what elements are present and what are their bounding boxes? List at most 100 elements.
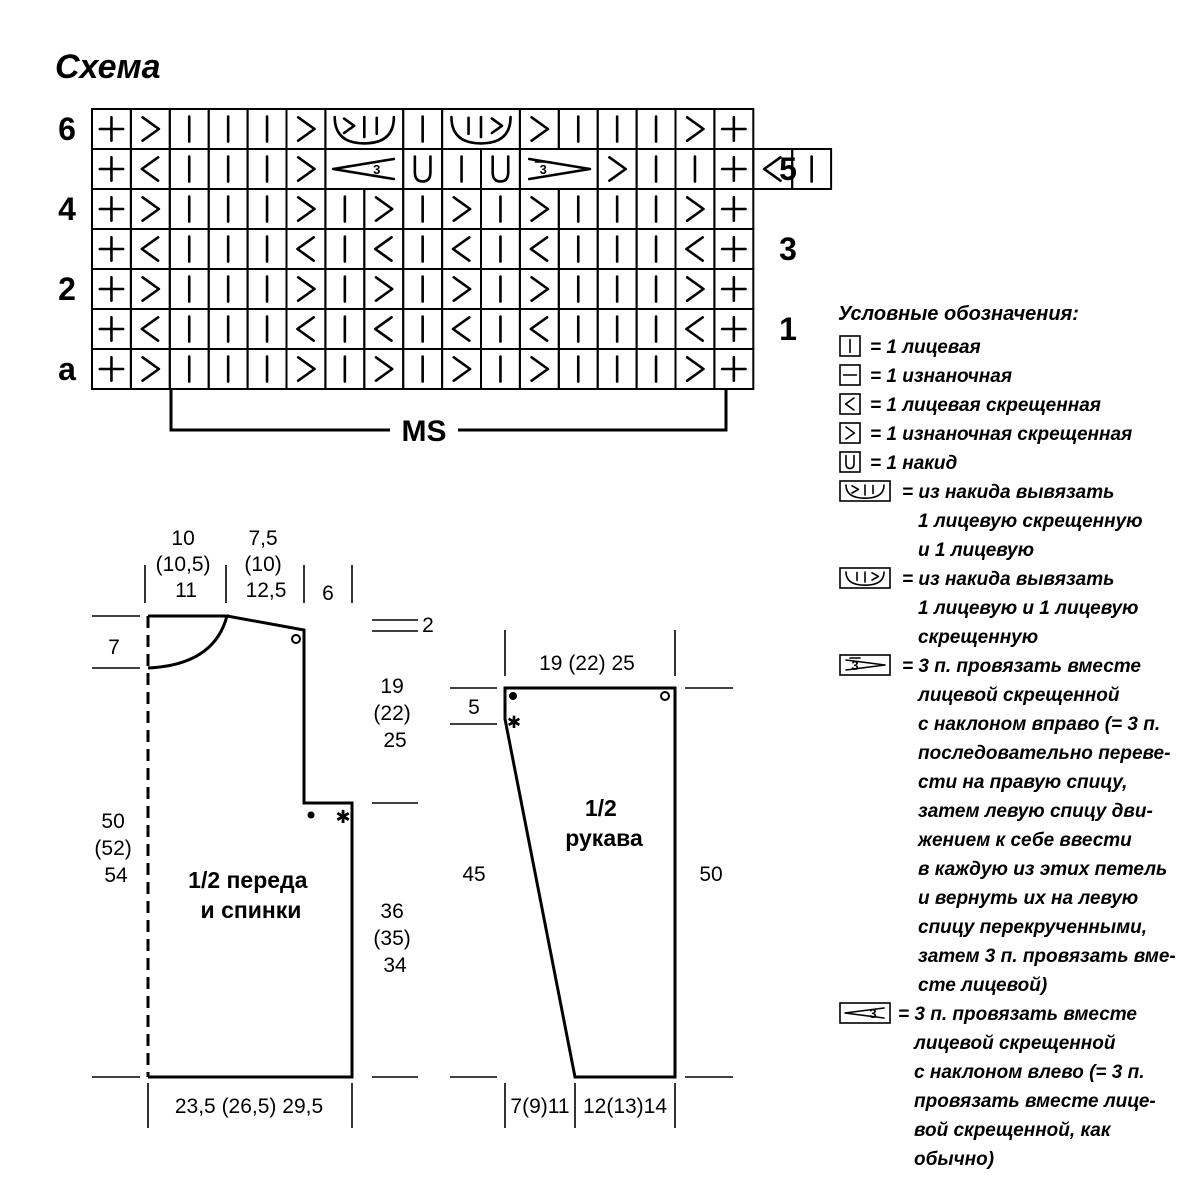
- chart-cell: [441, 188, 483, 230]
- sleeve-dim-bottom-right: 12(13)14: [583, 1095, 667, 1118]
- chart-cell: [635, 348, 677, 390]
- chart-cell: [674, 148, 716, 190]
- chart-cell: [441, 148, 483, 190]
- legend-item-text: затем 3 п. провязать вме-: [918, 946, 1176, 967]
- chart-cell: [285, 268, 327, 310]
- chart-cell: [441, 108, 521, 150]
- chart-cell: [635, 308, 677, 350]
- chart-cell: [713, 188, 755, 230]
- chart-cell: [402, 308, 444, 350]
- chart-cell: [246, 348, 288, 390]
- legend-item-text: скрещенную: [918, 627, 1038, 648]
- chart-cell: [207, 308, 249, 350]
- chart-cell: [363, 268, 405, 310]
- legend-item: = 1 изнаночная скрещенная: [839, 422, 1132, 445]
- chart-cell: [207, 228, 249, 270]
- body-dim-length: 50 (52) 54: [94, 810, 137, 887]
- chart-cell: [363, 308, 405, 350]
- chart-cell: [207, 188, 249, 230]
- chart-cell: [246, 188, 288, 230]
- chart-cell: [285, 308, 327, 350]
- chart-cell: [91, 228, 132, 270]
- chart-cell: [324, 268, 366, 310]
- legend-item-text: спицу перекрученными,: [918, 917, 1147, 938]
- chart-cell: [596, 188, 638, 230]
- chart-cell: [480, 228, 521, 270]
- chart-cell: [402, 228, 444, 270]
- legend-symbol-icon: [839, 422, 861, 444]
- svg-text:3: 3: [540, 162, 547, 177]
- chart-cell: [91, 108, 132, 150]
- chart-cell: [324, 228, 366, 270]
- chart-cell: [557, 308, 599, 350]
- legend-item-text: в каждую из этих петель: [918, 859, 1167, 880]
- body-piece-label: 1/2 переда и спинки: [188, 867, 314, 923]
- legend-item-text: сти на правую спицу,: [918, 772, 1127, 793]
- chart-cell: [246, 308, 288, 350]
- chart-cell: [168, 108, 210, 150]
- legend-item-text: = 1 накид: [870, 453, 957, 474]
- chart-cell: [635, 148, 677, 190]
- chart-cell: [207, 148, 249, 190]
- chart-cell: [285, 148, 327, 190]
- chart-cell: [713, 148, 755, 190]
- chart-cell: [402, 148, 444, 190]
- chart-row-label-left: 6: [58, 111, 76, 147]
- sleeve-dim-bottom-left: 7(9)11: [510, 1095, 569, 1118]
- chart-row-label-right: 3: [779, 231, 797, 267]
- legend-item-text: и 1 лицевую: [918, 540, 1034, 561]
- legend-item-text: последовательно переве-: [918, 743, 1170, 764]
- chart-cell: [635, 228, 677, 270]
- chart-cell: [285, 228, 327, 270]
- chart-row-label-left: 4: [58, 191, 76, 227]
- chart-row: [91, 268, 755, 310]
- legend-item-text: вой скрещенной, как: [914, 1120, 1112, 1141]
- chart-cell: [713, 268, 755, 310]
- svg-text:3: 3: [869, 1006, 876, 1021]
- legend-item-text: сте лицевой): [918, 975, 1047, 996]
- chart-cell: [480, 268, 521, 310]
- chart-cell: [168, 188, 210, 230]
- chart-cell: [168, 148, 210, 190]
- legend-symbol-icon: [839, 364, 861, 386]
- chart-cell: [713, 308, 755, 350]
- chart-cell: [324, 348, 366, 390]
- chart-cell: [168, 268, 210, 310]
- chart-cell: [129, 108, 171, 150]
- svg-text:✱: ✱: [335, 807, 350, 827]
- chart-cell: [713, 348, 755, 390]
- chart-cell: [674, 188, 716, 230]
- chart-cell: [518, 268, 560, 310]
- chart-cell: [207, 108, 249, 150]
- chart-cell: [129, 188, 171, 230]
- chart-row: [91, 348, 755, 390]
- chart-cell: [402, 188, 444, 230]
- chart-cell: [285, 348, 327, 390]
- chart-cell: [557, 188, 599, 230]
- chart-cell: [91, 348, 132, 390]
- body-outline: [148, 614, 354, 1079]
- chart-cell: [674, 228, 716, 270]
- legend-symbol-icon: [839, 335, 861, 357]
- chart-cell: [596, 148, 638, 190]
- chart-cell: [480, 308, 521, 350]
- legend-item-text: жением к себе ввести: [917, 830, 1132, 851]
- body-dim-neck: 7: [108, 636, 120, 659]
- legend-item: = 1 накид: [839, 451, 957, 474]
- chart-row-label-left: 2: [58, 271, 76, 307]
- chart-cell: [674, 268, 716, 310]
- chart-cell: [635, 108, 677, 150]
- chart-cell: [674, 108, 716, 150]
- legend: Условные обозначения: = 1 лицевая= 1 изн…: [838, 303, 1176, 1170]
- body-dim-armhole: 19 (22) 25: [373, 675, 416, 752]
- chart-cell: [518, 228, 560, 270]
- chart-cell: [285, 108, 327, 150]
- sleeve-dim-cap: 5: [468, 696, 480, 719]
- svg-text:3: 3: [851, 658, 858, 673]
- legend-item: = 1 изнаночная: [839, 364, 1012, 387]
- chart-cell: [480, 348, 521, 390]
- sleeve-dim-right: 50: [699, 863, 722, 886]
